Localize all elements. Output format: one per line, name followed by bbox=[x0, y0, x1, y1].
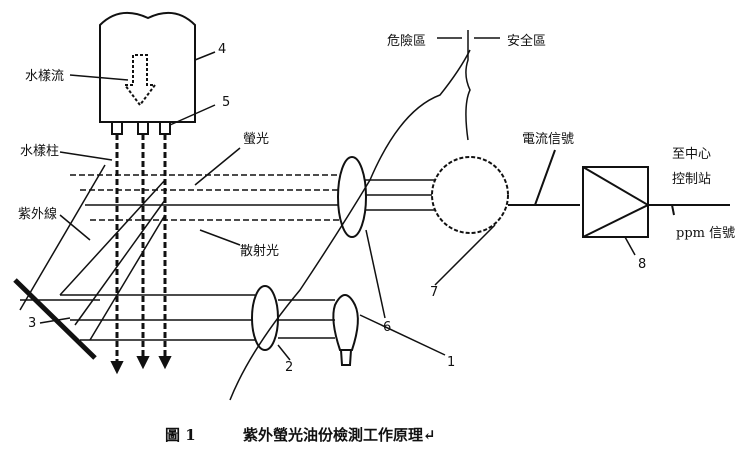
lens-2 bbox=[251, 285, 279, 351]
number-1: 1 bbox=[447, 355, 456, 370]
label-sample-column: 水樣柱 bbox=[20, 144, 60, 159]
number-8: 8 bbox=[638, 257, 647, 272]
light-paths bbox=[19, 164, 435, 341]
danger-boundary bbox=[229, 49, 471, 401]
label-current-signal: 電流信號 bbox=[522, 132, 575, 147]
caption-title: 紫外螢光油份檢測工作原理↵ bbox=[243, 426, 436, 444]
amplifier-8 bbox=[582, 166, 649, 238]
arrowheads bbox=[110, 356, 172, 375]
mirror-3 bbox=[13, 278, 97, 360]
label-control-station: 控制站 bbox=[672, 172, 712, 187]
number-3: 3 bbox=[28, 316, 37, 331]
label-danger-zone: 危險區 bbox=[387, 34, 427, 49]
label-sample-flow: 水樣流 bbox=[25, 69, 65, 84]
boundary-wavy bbox=[465, 30, 471, 141]
uv-lamp-1 bbox=[332, 294, 359, 366]
label-scattered-light: 散射光 bbox=[240, 244, 280, 259]
caption-figure-number: 圖 1 bbox=[165, 426, 196, 444]
number-7: 7 bbox=[430, 285, 439, 300]
label-fluorescence: 螢光 bbox=[243, 132, 270, 147]
number-2: 2 bbox=[285, 360, 294, 375]
number-5: 5 bbox=[222, 95, 231, 110]
label-ultraviolet: 紫外線 bbox=[18, 207, 58, 222]
label-ppm-signal: ppm 信號 bbox=[676, 226, 736, 241]
sample-columns bbox=[115, 134, 167, 365]
photodetector-7 bbox=[431, 156, 509, 234]
sample-cylinder bbox=[99, 11, 196, 135]
number-6: 6 bbox=[383, 320, 392, 335]
lens-6 bbox=[337, 156, 367, 238]
label-safe-zone: 安全區 bbox=[507, 34, 547, 49]
number-4: 4 bbox=[218, 42, 227, 57]
label-to-center: 至中心 bbox=[672, 147, 712, 162]
